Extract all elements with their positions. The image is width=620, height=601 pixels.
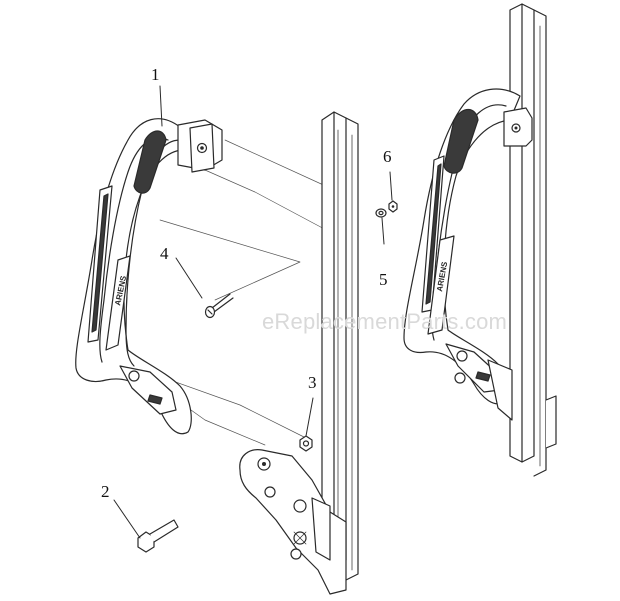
callout-2: 2 [101,482,110,501]
shoulder-bolt-part-4 [204,293,234,319]
lock-nut-part-3 [299,435,313,452]
callout-1: 1 [151,65,160,84]
lower-mounting-bracket [239,449,347,595]
hex-bolt-part-2 [137,519,179,553]
watermark: eReplacementParts.com [262,309,508,334]
callout-4: 4 [160,244,169,263]
callout-3: 3 [308,373,317,392]
callout-5: 5 [379,270,388,289]
right-handle-assembled [403,88,533,421]
handle-bail-part-1 [75,118,223,435]
leader-lines [113,85,393,539]
callout-6: 6 [383,147,392,166]
flat-washer-part-5 [375,208,387,218]
right-upright-channel [509,3,557,477]
small-nut-part-6 [388,200,398,213]
